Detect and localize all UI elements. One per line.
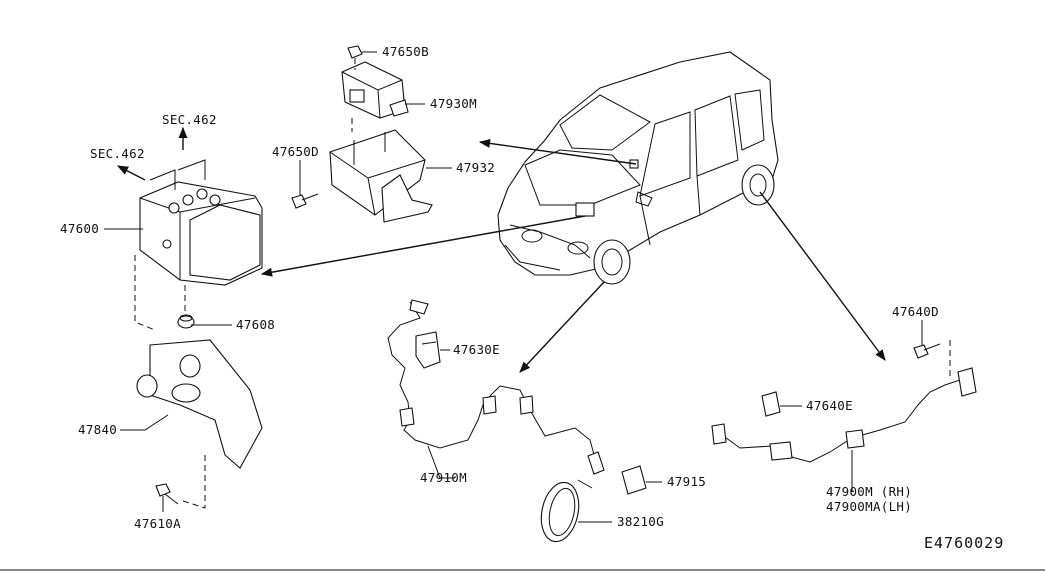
clip-47915	[621, 465, 647, 495]
label-47650D: 47650D	[272, 144, 319, 159]
front-wheel-sensor-47910M	[387, 299, 605, 475]
label-47915: 47915	[667, 474, 706, 489]
label-47910M: 47910M	[420, 470, 467, 485]
nut-47650B	[347, 45, 363, 59]
leader-arrows	[117, 126, 886, 373]
diagram-code: E4760029	[924, 534, 1004, 552]
bracket-47932	[329, 129, 433, 223]
bolt-47650D	[291, 193, 319, 209]
label-47600: 47600	[60, 221, 99, 236]
sensor-rotor-38210G	[540, 479, 593, 543]
grommet-47608	[177, 314, 195, 329]
abs-actuator-47600	[139, 159, 263, 286]
clip-47640E	[761, 391, 781, 417]
bolt-47640D	[913, 343, 941, 359]
label-47640D: 47640D	[892, 304, 939, 319]
part-labels: SEC.462 SEC.462 47600 47608 47840 47610A…	[60, 44, 1004, 552]
label-47930M: 47930M	[430, 96, 477, 111]
clip-47630E	[415, 331, 441, 369]
label-47932: 47932	[456, 160, 495, 175]
label-38210G: 38210G	[617, 514, 664, 529]
label-leaders	[104, 51, 923, 523]
rear-wheel-sensor-47900M	[711, 367, 977, 463]
label-sec462-left: SEC.462	[90, 146, 145, 161]
label-47630E: 47630E	[453, 342, 500, 357]
bracket-47840	[136, 339, 263, 469]
label-sec462-top: SEC.462	[162, 112, 217, 127]
bolt-47610A	[155, 483, 179, 505]
label-47640E: 47640E	[806, 398, 853, 413]
label-47840: 47840	[78, 422, 117, 437]
label-47608: 47608	[236, 317, 275, 332]
label-47900M: 47900M (RH)	[826, 484, 912, 499]
label-47610A: 47610A	[134, 516, 181, 531]
label-47900MA: 47900MA(LH)	[826, 499, 912, 514]
vehicle-illustration	[497, 51, 779, 285]
yaw-sensor-47930M	[341, 61, 409, 119]
label-47650B: 47650B	[382, 44, 429, 59]
